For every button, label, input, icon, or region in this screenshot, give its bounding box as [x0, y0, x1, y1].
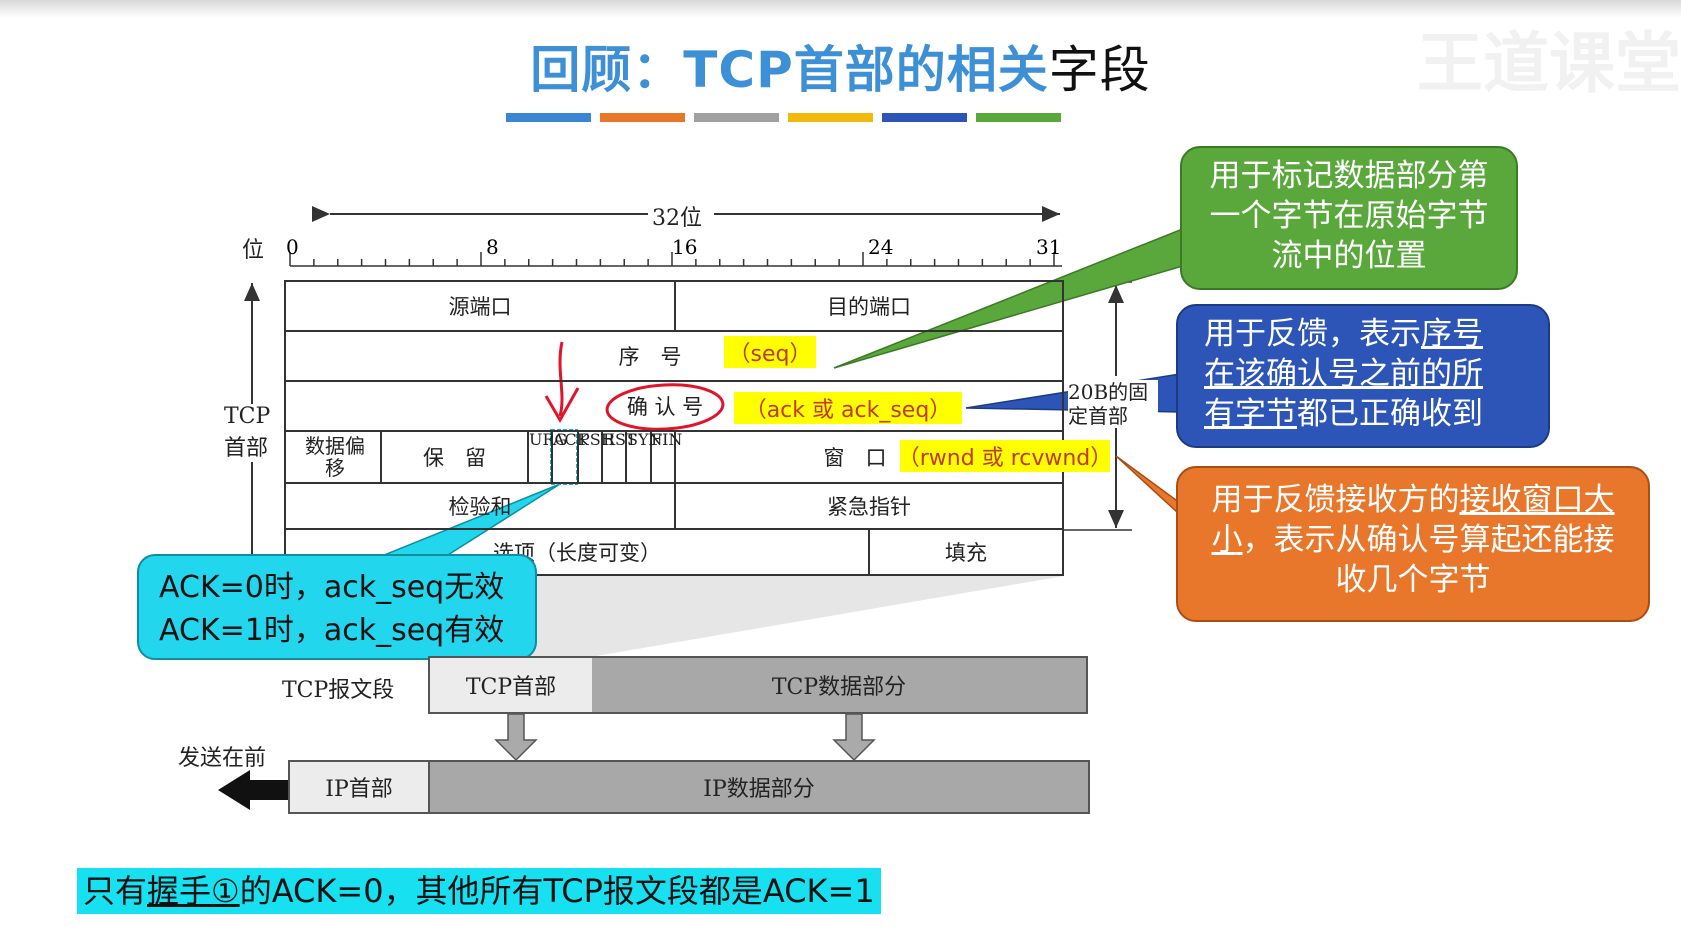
segment-label: TCP报文段 — [282, 678, 395, 703]
src-port-field: 源端口 — [448, 295, 512, 319]
color-bar-1 — [506, 113, 591, 122]
tick-16: 16 — [672, 235, 698, 259]
page-title: 回顾：TCP首部的相关字段 — [0, 30, 1681, 102]
top-fade — [0, 0, 1681, 18]
ack-highlight: （ack 或 ack_seq） — [734, 392, 962, 424]
tcp-data-block: TCP数据部分 — [592, 656, 1088, 714]
watermark: 王道课堂 — [1417, 25, 1681, 102]
color-bar-2 — [600, 113, 685, 122]
dst-port-field: 目的端口 — [827, 295, 911, 319]
side-label-header: 首部 — [224, 430, 269, 462]
ack-callout: 用于反馈，表示序号在该确认号之前的所有字节都已正确收到 — [1176, 304, 1550, 448]
window-highlight: （rwnd 或 rcvwnd） — [898, 440, 1112, 472]
ack-flag-callout: ACK=0时，ack_seq无效 ACK=1时，ack_seq有效 — [137, 554, 537, 660]
ack-field: 确 认 号 — [626, 395, 704, 419]
seq-field: 序 号 — [618, 345, 682, 369]
tick-31: 31 — [1036, 235, 1062, 259]
red-arrow-shaft — [558, 341, 564, 417]
ack-flag-line-2: ACK=1时，ack_seq有效 — [159, 613, 505, 648]
send-first-label: 发送在前 — [178, 746, 267, 771]
tcp-header-block: TCP首部 — [428, 656, 594, 714]
flag-urg: URG — [529, 430, 568, 449]
window-field: 窗 口 — [823, 446, 887, 470]
flag-rst: RST — [603, 430, 637, 449]
title-handwritten: 字段 — [1048, 41, 1151, 99]
tcp-data-down-arrow — [832, 713, 876, 762]
tcp-header-down-arrow — [494, 713, 538, 762]
seq-callout: 用于标记数据部分第一个字节在原始字节流中的位置 — [1180, 146, 1518, 290]
seq-highlight: （seq） — [724, 336, 816, 368]
title-main: 回顾：TCP首部的相关 — [530, 41, 1049, 99]
tick-24: 24 — [868, 235, 894, 259]
flag-fin: FIN — [651, 430, 683, 449]
flag-psh: PSH — [579, 430, 615, 449]
tick-0: 0 — [286, 235, 299, 259]
bottom-note: 只有握手①的ACK=0，其他所有TCP报文段都是ACK=1 — [77, 868, 881, 914]
padding-field: 填充 — [945, 541, 987, 565]
checksum-field: 检验和 — [448, 495, 512, 519]
ack-flag-line-1: ACK=0时，ack_seq无效 — [159, 570, 505, 605]
width-label: 32位 — [652, 206, 702, 231]
ip-data-block: IP数据部分 — [428, 760, 1090, 814]
urgent-pointer-field: 紧急指针 — [827, 495, 911, 519]
ip-header-block: IP首部 — [288, 760, 430, 814]
send-first-arrow — [218, 770, 288, 810]
reserved-field: 保 留 — [423, 446, 486, 470]
fixed-header-label: 20B的固定首部 — [1068, 380, 1158, 428]
flag-ack: ACK — [553, 430, 589, 449]
data-offset-field: 数据偏移 — [305, 434, 365, 480]
color-bar-3 — [694, 113, 779, 122]
flag-syn: SYN — [627, 430, 663, 449]
red-arrow-head — [544, 387, 580, 424]
tick-8: 8 — [486, 235, 499, 259]
color-bar-6 — [976, 113, 1061, 122]
window-callout: 用于反馈接收方的接收窗口大小，表示从确认号算起还能接收几个字节 — [1176, 466, 1650, 622]
side-label-tcp: TCP — [224, 404, 271, 429]
bits-label: 位 — [242, 238, 265, 263]
color-bar-4 — [788, 113, 873, 122]
color-bar-5 — [882, 113, 967, 122]
